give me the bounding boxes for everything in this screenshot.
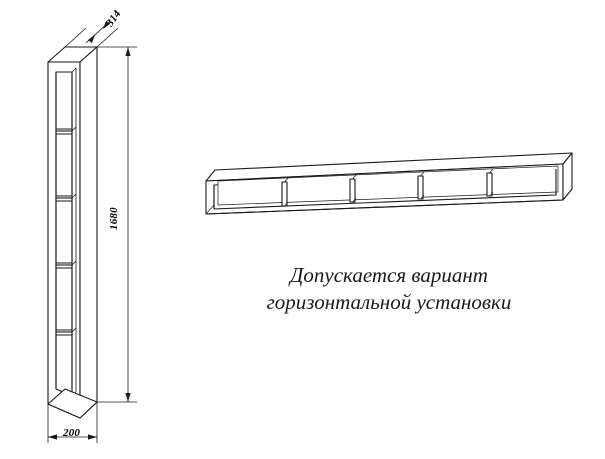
horizontal-bottom-right-edge [562, 188, 573, 201]
height-arrow-top [125, 47, 131, 56]
height-arrow-bottom [125, 393, 131, 402]
horizontal-divider-1 [281, 181, 288, 207]
width-arrow-right [88, 434, 97, 440]
installation-note-caption: Допускается вариант горизонтальной устан… [266, 263, 512, 314]
vertical-shelf-dividers [55, 128, 73, 336]
vertical-shelf-unit [47, 46, 98, 419]
horizontal-bottom-edge [205, 199, 564, 215]
horizontal-unit-inner-back [217, 165, 559, 206]
depth-arrow-1 [88, 35, 95, 43]
depth-arrow-2 [103, 21, 110, 29]
horizontal-divider-2 [349, 178, 356, 203]
horizontal-bottom-back-edge [205, 204, 215, 215]
horizontal-divider-3 [417, 175, 424, 200]
vertical-unit-inner-cavity [55, 71, 73, 397]
horizontal-divider-4 [486, 172, 493, 197]
depth-ext-right [96, 27, 119, 48]
vertical-unit-side-face [79, 46, 98, 419]
height-dimension-label: 1680 [108, 207, 120, 230]
width-arrow-left [48, 434, 57, 440]
vertical-interior-depth-lines [71, 67, 77, 397]
horizontal-shelf-dividers [281, 168, 494, 207]
dimension-lines-vertical-unit [47, 20, 137, 443]
depth-ext-left [64, 27, 87, 48]
horizontal-shelf-unit [205, 152, 573, 215]
width-dimension-label: 200 [63, 427, 81, 439]
